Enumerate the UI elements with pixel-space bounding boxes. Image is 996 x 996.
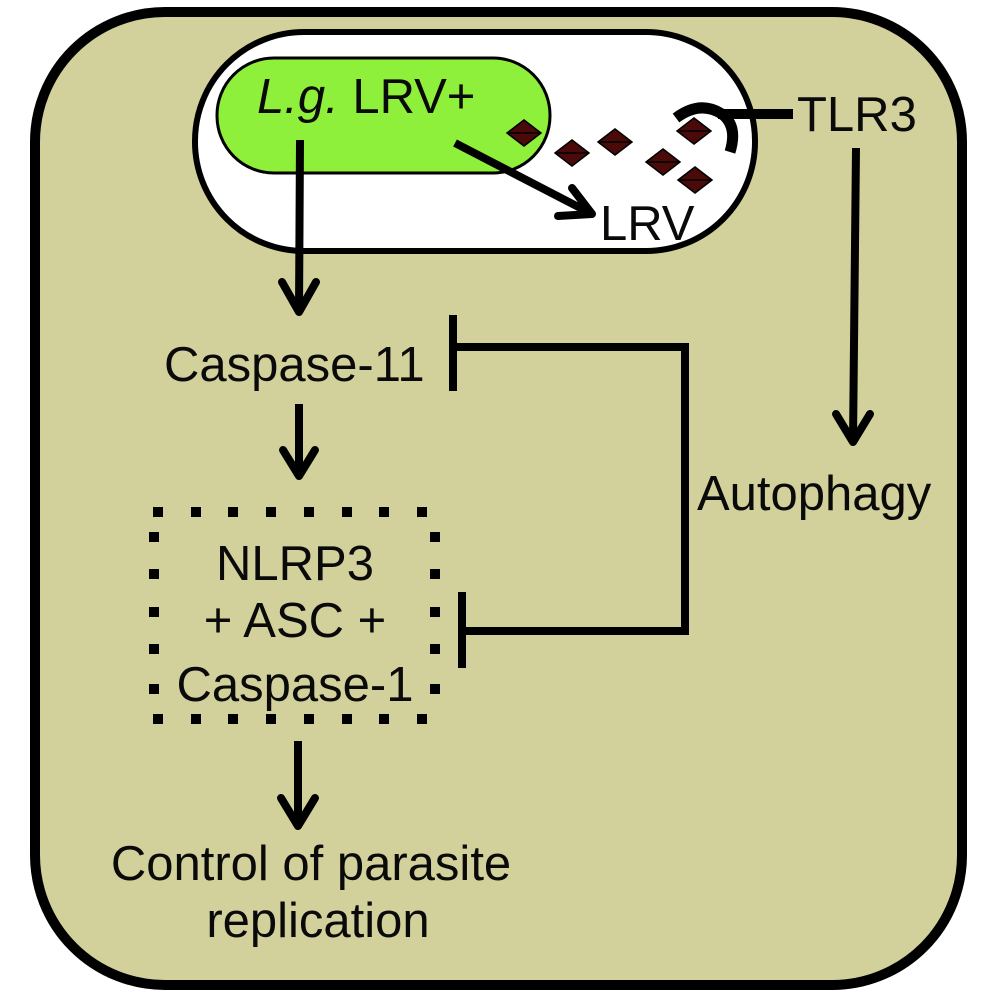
dotted-border-dot [342, 507, 352, 517]
parasite-label: L.g. LRV+ [257, 70, 475, 124]
dotted-border-dot [304, 714, 314, 724]
arrow-parasite-to-caspase11 [278, 139, 320, 316]
dotted-border-dot [342, 714, 352, 724]
dotted-border-dot [430, 644, 440, 654]
dotted-border-dot [266, 507, 276, 517]
lrv-particle-icon [676, 166, 714, 194]
dotted-border-dot [417, 507, 427, 517]
lrv-particle-icon [644, 148, 682, 176]
dotted-border-dot [304, 507, 314, 517]
outcome-line-2: replication [206, 894, 429, 948]
outcome-line-1: Control of parasite [111, 837, 511, 891]
inflammasome-line-nlrp3: NLRP3 [216, 537, 374, 591]
dotted-border-dot [430, 569, 440, 579]
dotted-border-dot [191, 507, 201, 517]
dotted-border-dot [266, 714, 276, 724]
lrv-particle-icon [505, 119, 543, 147]
dotted-border-dot [149, 532, 159, 542]
arrow-parasite-to-lrv [453, 139, 596, 220]
dotted-border-dot [430, 532, 440, 542]
dotted-border-dot [153, 507, 163, 517]
tlr3-label: TLR3 [797, 88, 917, 142]
lrv-particle-icon [596, 128, 634, 156]
dotted-border-dot [417, 714, 427, 724]
dotted-border-dot [149, 684, 159, 694]
arrow-caspase11-to-inflammasome [279, 404, 319, 480]
parasite-species-label: L.g. [257, 70, 339, 124]
dotted-border-dot [153, 714, 163, 724]
lrv-label: LRV [600, 197, 695, 251]
dotted-border-dot [191, 714, 201, 724]
arrow-tlr3-to-autophagy [832, 147, 874, 446]
autophagy-label: Autophagy [697, 467, 932, 521]
dotted-border-dot [149, 569, 159, 579]
lrv-particle-icon [553, 139, 591, 167]
dotted-border-dot [228, 507, 238, 517]
dotted-border-dot [430, 684, 440, 694]
inflammasome-complex-box [149, 507, 440, 724]
arrow-inflammasome-to-outcome [277, 741, 319, 830]
inflammasome-line-asc: + ASC + [204, 594, 387, 648]
dotted-border-dot [149, 607, 159, 617]
tlr3-receptor-icon [672, 102, 793, 154]
lrv-particle-icon [675, 117, 713, 145]
lrv-particles [505, 117, 714, 194]
dotted-border-dot [379, 714, 389, 724]
caspase11-label: Caspase-11 [164, 338, 425, 392]
dotted-border-dot [430, 607, 440, 617]
dotted-border-dot [228, 714, 238, 724]
dotted-border-dot [149, 644, 159, 654]
inhibition-autophagy-caspase11 [449, 315, 689, 635]
inflammasome-line-caspase1: Caspase-1 [177, 658, 414, 712]
dotted-border-dot [379, 507, 389, 517]
host-cell [30, 7, 967, 990]
parasite-lrv-label: LRV+ [339, 70, 476, 124]
